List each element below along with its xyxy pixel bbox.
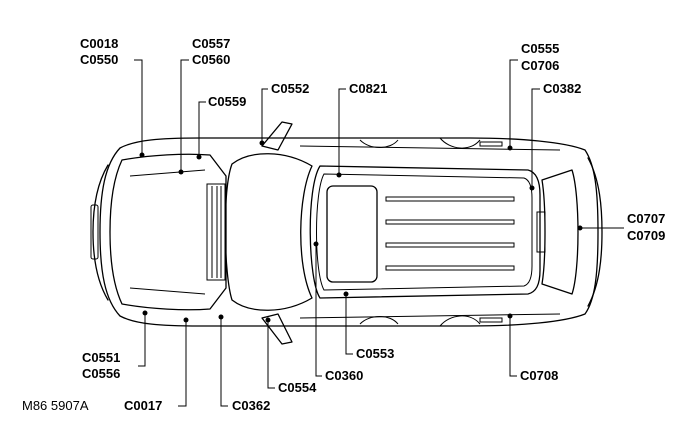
- sunroof: [326, 185, 378, 283]
- label-c0362: C0362: [232, 398, 270, 413]
- leader-c0708: [509, 316, 517, 377]
- label-c0557: C0557: [192, 36, 230, 51]
- hood-crease-upper: [129, 169, 206, 177]
- label-c0709: C0709: [627, 228, 665, 243]
- label-c0706: C0706: [521, 58, 559, 73]
- label-c0555: C0555: [521, 41, 559, 56]
- label-c0821: C0821: [349, 81, 387, 96]
- label-c0554: C0554: [278, 380, 317, 395]
- windshield: [224, 153, 313, 311]
- leader-c0017: [178, 320, 187, 407]
- right-door-handle: [479, 317, 503, 323]
- roof-rail-1: [385, 196, 515, 202]
- label-c0018: C0018: [80, 36, 118, 51]
- roof-inner: [316, 173, 533, 291]
- cowl-vent: [206, 183, 226, 281]
- label-c0360: C0360: [325, 368, 363, 383]
- right-wheel-arch-front: [359, 316, 399, 325]
- leader-c0382: [531, 88, 540, 188]
- label-c0560: C0560: [192, 52, 230, 67]
- roof: [309, 165, 541, 299]
- label-c0382: C0382: [543, 81, 581, 96]
- label-c0707: C0707: [627, 211, 665, 226]
- left-door-handle: [479, 141, 503, 147]
- leader-c0552: [261, 88, 268, 143]
- roof-rail-3: [385, 242, 515, 248]
- leader-c0554: [267, 320, 275, 389]
- leader-c0555: [509, 59, 518, 148]
- rear-bumper: [587, 157, 603, 307]
- leader-c0362: [220, 317, 228, 407]
- label-c0017: C0017: [124, 398, 162, 413]
- label-c0708: C0708: [520, 368, 558, 383]
- label-c0556: C0556: [82, 366, 120, 381]
- label-c0553: C0553: [356, 346, 394, 361]
- leader-c0557: [180, 59, 189, 172]
- left-wheel-arch-front: [359, 139, 399, 148]
- vehicle-top-view: [90, 121, 603, 345]
- label-c0550: C0550: [80, 52, 118, 67]
- rear-wiper: [536, 211, 546, 253]
- figure-reference: M86 5907A: [22, 398, 89, 413]
- right-side-seam: [299, 313, 561, 319]
- leader-c0018: [134, 59, 143, 155]
- label-c0552: C0552: [271, 81, 309, 96]
- leader-c0821: [338, 88, 346, 175]
- hood: [109, 153, 227, 311]
- rear-window: [541, 169, 579, 295]
- left-mirror: [261, 121, 293, 151]
- hood-crease-lower: [129, 287, 206, 295]
- leader-c0559: [198, 101, 206, 157]
- leader-c0551: [138, 313, 146, 367]
- left-wheel-arch-rear: [439, 137, 481, 149]
- left-side-seam: [299, 145, 561, 151]
- body-outline: [99, 137, 599, 327]
- label-c0551: C0551: [82, 350, 120, 365]
- connector-points: [139, 140, 583, 323]
- leader-lines: [134, 59, 624, 407]
- leader-c0360: [315, 244, 322, 377]
- label-c0559: C0559: [208, 94, 246, 109]
- right-mirror: [261, 313, 293, 345]
- roof-rail-2: [385, 219, 515, 225]
- front-bumper: [92, 164, 109, 301]
- right-wheel-arch-rear: [439, 315, 481, 327]
- leader-c0553: [345, 294, 353, 355]
- front-grille: [90, 204, 99, 260]
- connector-labels: C0018 C0550 C0557 C0560 C0559 C0552 C082…: [22, 36, 665, 413]
- roof-rail-4: [385, 265, 515, 271]
